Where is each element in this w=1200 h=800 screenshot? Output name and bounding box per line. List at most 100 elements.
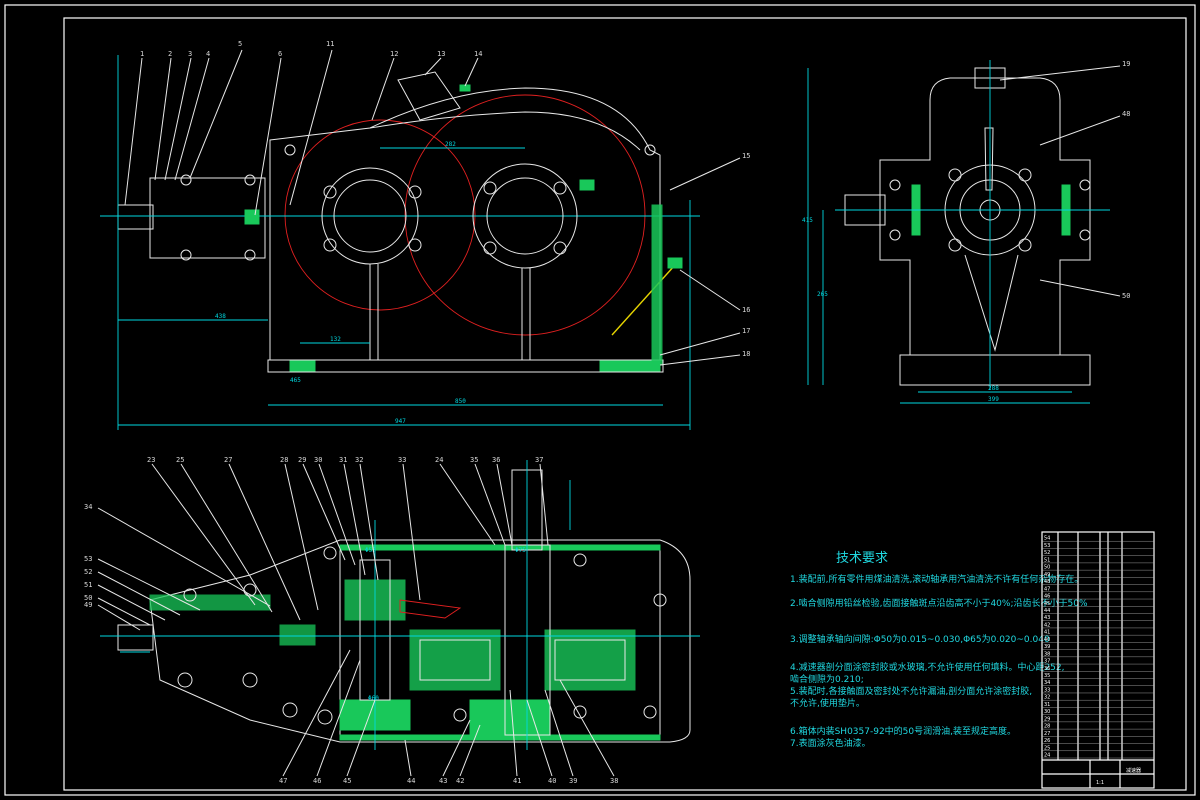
top-callout-46: 46 (313, 777, 321, 785)
front-callout-12: 12 (390, 50, 398, 58)
dim-top-shaft-1: Φ55 (365, 547, 376, 554)
top-callout-38: 38 (610, 777, 618, 785)
title-block-row-number: 28 (1044, 724, 1050, 730)
title-block-row-number: 30 (1044, 709, 1050, 715)
title-block-row-number: 48 (1044, 579, 1050, 585)
title-block-row-number: 25 (1044, 745, 1050, 751)
front-callout-3: 3 (188, 50, 192, 58)
front-callout-4: 4 (206, 50, 210, 58)
dim-side-inner-width: 288 (988, 385, 999, 392)
top-callout-32: 32 (355, 456, 363, 464)
note-6: 6.箱体内装SH0357-92中的50号润滑油,装至规定高度。 (790, 725, 1016, 737)
top-callout-34: 34 (84, 503, 92, 511)
side-callout-50: 50 (1122, 292, 1130, 300)
notes-title: 技术要求 (836, 551, 888, 566)
dim-top-shaft-2: Φ75 (515, 547, 526, 554)
dim-base-offset: 132 (330, 336, 341, 343)
front-leaders (124, 49, 741, 366)
dim-center-dist: 282 (445, 141, 456, 148)
top-callout-25: 25 (176, 456, 184, 464)
front-callout-1: 1 (140, 50, 144, 58)
front-callout-18: 18 (742, 350, 750, 358)
note-4: 4.减速器剖分面涂密封胶或水玻璃,不允许使用任何填料。中心距252, (790, 661, 1065, 673)
title-block-row-number: 52 (1044, 550, 1050, 556)
title-block-row-number: 29 (1044, 716, 1050, 722)
dim-top-shaft-3: Φ60 (368, 695, 379, 702)
side-callout-48: 48 (1122, 110, 1130, 118)
title-block-row-number: 33 (1044, 687, 1050, 693)
front-callout-17: 17 (742, 327, 750, 335)
top-callout-24: 24 (435, 456, 443, 464)
top-callout-44: 44 (407, 777, 415, 785)
title-block (1041, 531, 1155, 789)
title-block-row-number: 51 (1044, 557, 1050, 563)
title-block-row-number: 31 (1044, 702, 1050, 708)
note-2: 2.啮合侧隙用铅丝检验,齿面接触斑点沿齿高不小于40%;沿齿长不小于50% (790, 597, 1088, 609)
title-block-row-number: 49 (1044, 572, 1050, 578)
top-callout-49: 49 (84, 601, 92, 609)
title-block-row-number: 39 (1044, 644, 1050, 650)
top-callout-40: 40 (548, 777, 556, 785)
top-callout-33: 33 (398, 456, 406, 464)
top-view (100, 460, 700, 750)
front-callout-6: 6 (278, 50, 282, 58)
title-block-row-number: 43 (1044, 615, 1050, 621)
front-callout-5: 5 (238, 40, 242, 48)
top-callout-43: 43 (439, 777, 447, 785)
top-callout-42: 42 (456, 777, 464, 785)
title-block-scale: 1:1 (1096, 780, 1104, 786)
front-view (100, 55, 700, 430)
front-callout-11: 11 (326, 40, 334, 48)
title-block-row-number: 46 (1044, 594, 1050, 600)
note-5b: 不允许,使用垫片。 (790, 697, 865, 709)
title-block-row-number: 38 (1044, 651, 1050, 657)
outer-border (4, 4, 1196, 796)
title-block-row-number: 37 (1044, 659, 1050, 665)
gear-circle-small (284, 119, 476, 311)
dim-side-h: 265 (817, 291, 828, 298)
dim-foot: 465 (290, 377, 301, 384)
dim-side-base-width: 399 (988, 396, 999, 403)
dim-shaft-span: 438 (215, 313, 226, 320)
title-block-name: 减速器 (1126, 767, 1141, 774)
title-block-row-number: 44 (1044, 608, 1050, 614)
front-callout-2: 2 (168, 50, 172, 58)
title-block-row-number: 26 (1044, 738, 1050, 744)
top-callout-36: 36 (492, 456, 500, 464)
gear-circle-large (404, 94, 646, 336)
top-callout-45: 45 (343, 777, 351, 785)
title-block-row-number: 42 (1044, 622, 1050, 628)
side-view (807, 60, 1110, 404)
note-1: 1.装配前,所有零件用煤油清洗,滚动轴承用汽油清洗不许有任何杂物存在。 (790, 573, 1083, 585)
title-block-row-number: 27 (1044, 731, 1050, 737)
title-block-row-number: 54 (1044, 536, 1050, 542)
inner-border (63, 17, 1187, 791)
title-block-row-number: 35 (1044, 673, 1050, 679)
top-callout-27: 27 (224, 456, 232, 464)
top-callout-23: 23 (147, 456, 155, 464)
title-block-row-number: 53 (1044, 543, 1050, 549)
top-callout-28: 28 (280, 456, 288, 464)
top-callout-37: 37 (535, 456, 543, 464)
title-block-row-number: 50 (1044, 565, 1050, 571)
front-callout-14: 14 (474, 50, 482, 58)
top-callout-31: 31 (339, 456, 347, 464)
dim-base-length: 850 (455, 398, 466, 405)
top-callout-53: 53 (84, 555, 92, 563)
top-callout-39: 39 (569, 777, 577, 785)
title-block-row-number: 40 (1044, 637, 1050, 643)
note-3: 3.调整轴承轴向间隙:Φ50为0.015~0.030,Φ65为0.020~0.0… (790, 633, 1050, 645)
note-4b: 啮合侧隙为0.210; (790, 673, 864, 685)
title-block-row-number: 45 (1044, 601, 1050, 607)
front-callout-13: 13 (437, 50, 445, 58)
top-callout-51: 51 (84, 581, 92, 589)
top-callout-47: 47 (279, 777, 287, 785)
title-block-row-number: 47 (1044, 586, 1050, 592)
front-callout-16: 16 (742, 306, 750, 314)
top-callout-52: 52 (84, 568, 92, 576)
top-callout-29: 29 (298, 456, 306, 464)
title-block-row-number: 32 (1044, 695, 1050, 701)
top-callout-35: 35 (470, 456, 478, 464)
title-block-row-number: 41 (1044, 630, 1050, 636)
